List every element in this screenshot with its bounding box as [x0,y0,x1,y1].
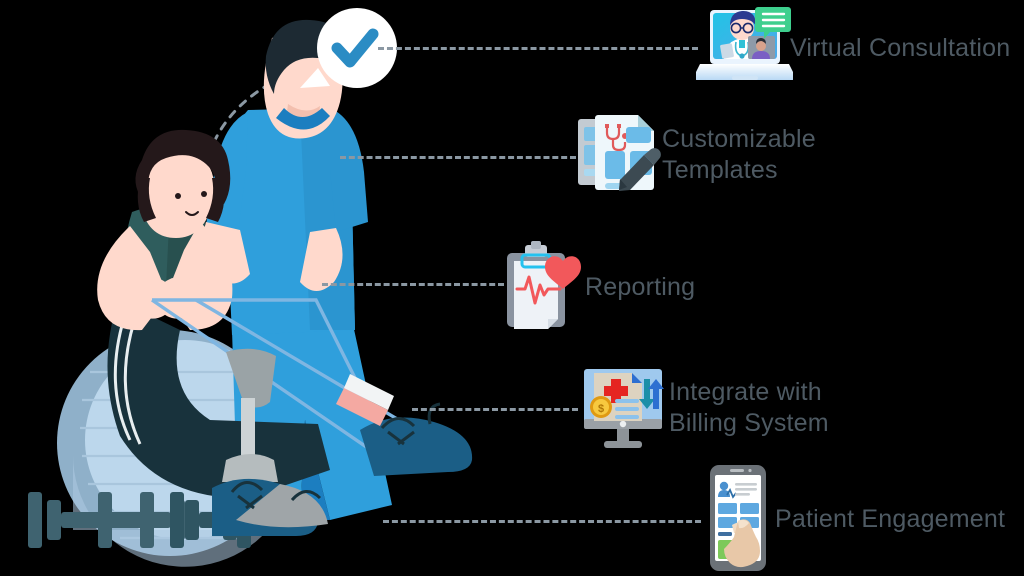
documents-pencil-icon [578,115,661,191]
feature-reporting[interactable]: Reporting [501,241,695,333]
feature-label-reporting: Reporting [585,272,696,301]
connector-virtual-consultation [378,47,698,50]
dumbbells [28,492,185,548]
feature-integrate-billing[interactable]: $ Integrate with Billing System [578,361,829,454]
connector-patient-engagement [383,520,701,523]
sneaker-navy-front [212,478,328,536]
feature-label-patient-engagement: Patient Engagement [775,504,1006,533]
connector-integrate-billing [412,408,578,411]
prosthetic-leg [222,348,278,482]
checkmark-speech-bubble [300,8,397,88]
connector-reporting [322,283,504,286]
feature-customizable-templates[interactable]: Customizable Templates [576,111,816,199]
feature-patient-engagement[interactable]: Patient Engagement [702,463,1005,575]
billing-monitor-icon: $ [584,369,664,448]
connector-customizable-templates [340,156,576,159]
feature-virtual-consultation[interactable]: Virtual Consultation [696,4,1010,92]
feature-label-customizable-templates: Customizable Templates [662,125,816,184]
physical-therapy-illustration [28,8,473,567]
feature-label-integrate-billing: Integrate with Billing System [669,377,829,437]
clipboard-heartbeat-icon [507,241,581,329]
smartphone-touch-icon [710,465,766,571]
laptop-video-call-icon [696,7,793,81]
patient-figure [97,129,330,499]
feature-label-virtual-consultation: Virtual Consultation [790,33,1011,62]
svg-text:$: $ [598,403,604,415]
